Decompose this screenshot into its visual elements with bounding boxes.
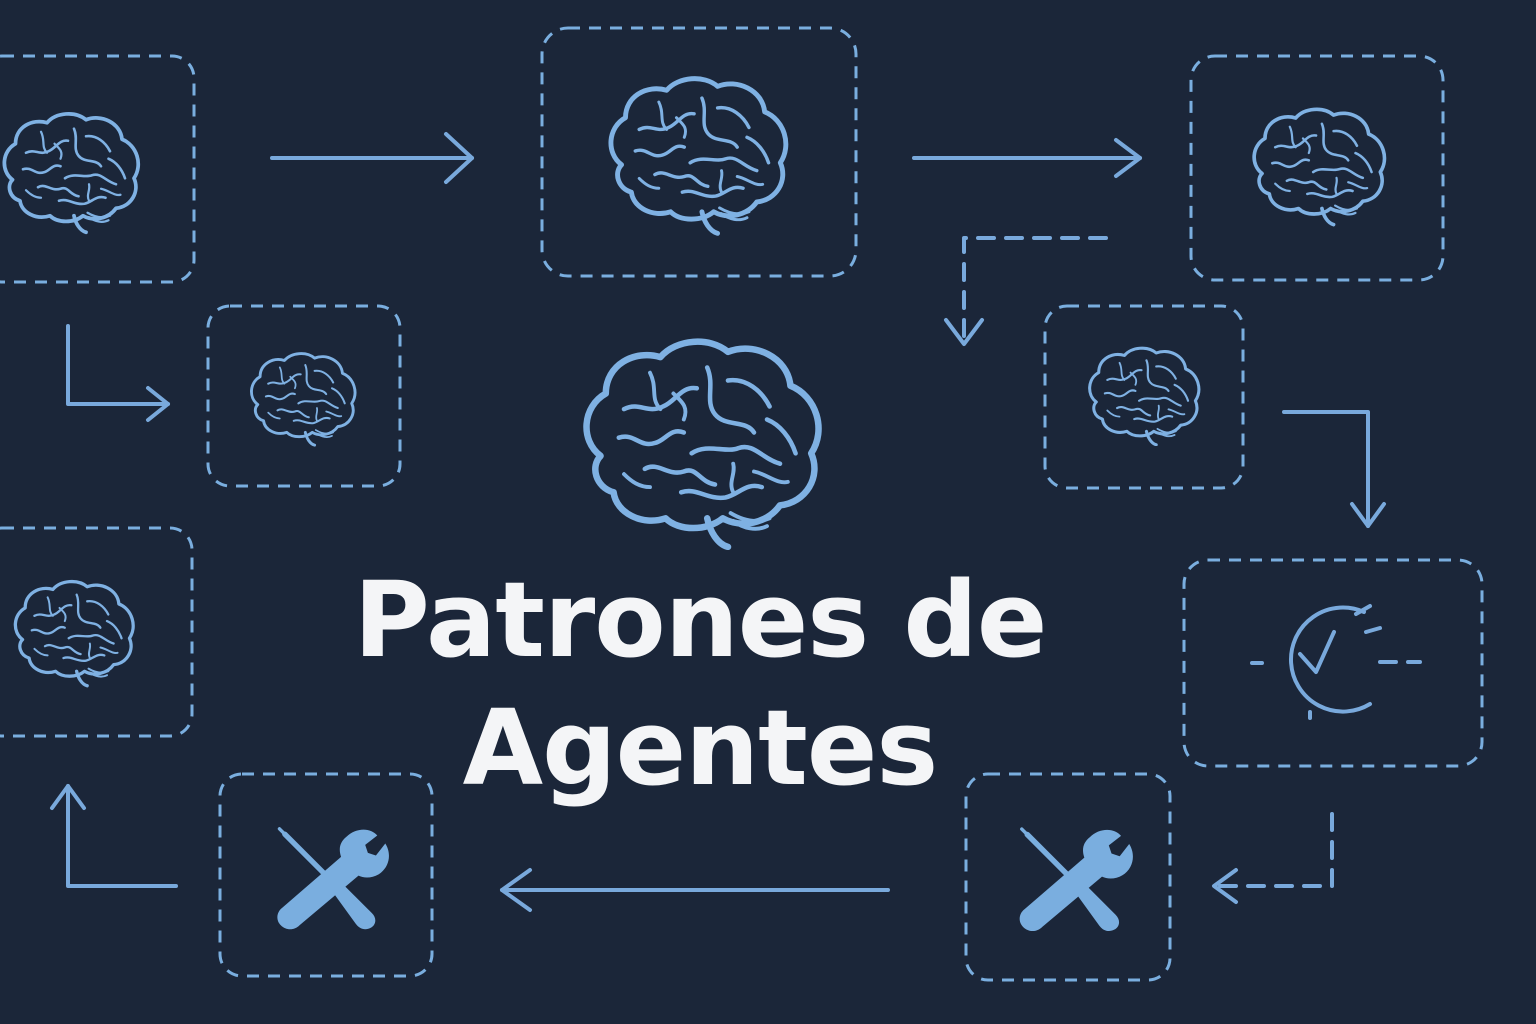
box-tools-left bbox=[218, 772, 434, 978]
box-top-right bbox=[1189, 54, 1445, 282]
box-mid-left bbox=[206, 304, 402, 488]
box-top-center bbox=[540, 26, 858, 278]
arrow-left bbox=[500, 868, 890, 912]
arrow-elbow-right bbox=[66, 324, 170, 422]
box-clock bbox=[1182, 558, 1484, 768]
arrow-dashed-elbow-down bbox=[944, 236, 1108, 346]
brain-icon bbox=[13, 579, 136, 688]
wrench-screwdriver-icon bbox=[277, 829, 389, 930]
wrench-screwdriver-icon bbox=[1020, 829, 1133, 931]
brain-icon bbox=[4, 114, 138, 232]
arrow-dashed-elbow-left bbox=[1212, 812, 1334, 904]
brain-icon bbox=[611, 79, 786, 234]
arrow-right bbox=[270, 132, 474, 184]
brain-icon bbox=[586, 342, 818, 547]
brain-icon bbox=[1088, 346, 1201, 446]
arrow-elbow-down bbox=[1282, 410, 1386, 528]
brain-icon bbox=[1252, 107, 1387, 227]
clock-check-icon bbox=[1250, 604, 1422, 720]
arrow-right bbox=[912, 138, 1142, 178]
title-line-1: Patrones de bbox=[354, 559, 1047, 681]
box-tools-right bbox=[964, 772, 1172, 982]
box-mid-right bbox=[1043, 304, 1245, 490]
box-lower-left bbox=[0, 526, 194, 738]
title-line-2: Agentes bbox=[463, 687, 938, 809]
box-top-left bbox=[0, 54, 196, 284]
arrow-elbow-up bbox=[50, 784, 178, 888]
brain-icon bbox=[249, 351, 357, 447]
